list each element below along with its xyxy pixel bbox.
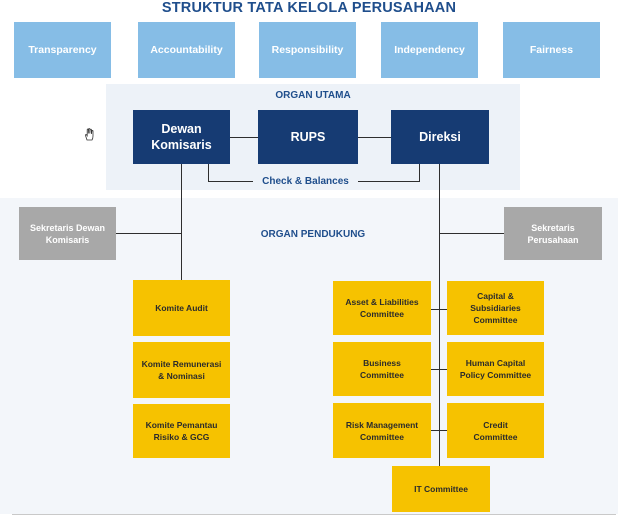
sekretaris-perusahaan-box: Sekretaris Perusahaan [504, 207, 602, 260]
komite-audit-box: Komite Audit [133, 280, 230, 336]
principle-responsibility: Responsibility [259, 22, 356, 78]
dewan-komisaris-box: Dewan Komisaris [133, 110, 230, 164]
connector-row-2 [431, 369, 447, 370]
capital-line-2: Subsidiaries [470, 303, 521, 313]
connector-row-3 [431, 430, 447, 431]
connector-sekretaris-perusahaan [439, 233, 504, 234]
business-line-2: Committee [360, 370, 404, 380]
organ-utama-label: ORGAN UTAMA [275, 90, 351, 101]
risk-management-committee-box: Risk Management Committee [333, 403, 431, 458]
connector-row-1 [431, 309, 447, 310]
check-balances-label: Check & Balances [262, 176, 349, 187]
hand-cursor-icon [83, 127, 97, 141]
connector-direksi-trunk [439, 164, 440, 466]
credit-line-2: Committee [473, 431, 518, 442]
sek-perusahaan-line-2: Perusahaan [527, 234, 579, 245]
komite-pemantau-risiko-box: Komite Pemantau Risiko & GCG [133, 404, 230, 458]
connector-check-right-h [358, 181, 420, 182]
connector-sekretaris-dewan [113, 233, 181, 234]
connector-check-right [419, 164, 420, 182]
sek-dewan-line-1: Sekretaris Dewan [29, 222, 106, 233]
connector-dewan-rups [230, 137, 258, 138]
human-capital-line-2: Policy Committee [459, 370, 532, 380]
credit-line-1: Credit [483, 419, 508, 430]
risk-line-2: Committee [360, 431, 404, 442]
dewan-line-1: Dewan [161, 122, 202, 136]
alco-box: Asset & Liabilities Committee [333, 281, 431, 335]
komite-pemantau-line-1: Komite Pemantau [145, 420, 218, 430]
organ-pendukung-label: ORGAN PENDUKUNG [260, 229, 366, 240]
direksi-box: Direksi [391, 110, 489, 164]
sek-dewan-line-2: Komisaris [45, 234, 90, 245]
rups-box: RUPS [258, 110, 358, 164]
komite-remunerasi-box: Komite Remunerasi & Nominasi [133, 342, 230, 398]
bottom-divider [12, 514, 616, 515]
sekretaris-dewan-komisaris-box: Sekretaris Dewan Komisaris [19, 207, 116, 260]
sek-perusahaan-line-1: Sekretaris [531, 222, 575, 233]
risk-line-1: Risk Management [345, 419, 419, 430]
principle-transparency: Transparency [14, 22, 111, 78]
komite-audit-label: Komite Audit [155, 303, 208, 313]
diagram-title: STRUKTUR TATA KELOLA PERUSAHAAN [161, 0, 457, 16]
connector-dewan-trunk [181, 164, 182, 280]
credit-committee-box: Credit Committee [447, 403, 544, 458]
human-capital-policy-committee-box: Human Capital Policy Committee [447, 342, 544, 396]
human-capital-line-1: Human Capital [465, 358, 526, 368]
principle-fairness: Fairness [503, 22, 600, 78]
alco-line-1: Asset & Liabilities [345, 297, 419, 307]
connector-check-left [208, 164, 209, 181]
capital-subsidiaries-committee-box: Capital & Subsidiaries Committee [447, 281, 544, 335]
business-line-1: Business [363, 358, 401, 368]
principle-independency: Independency [381, 22, 478, 78]
dewan-line-2: Komisaris [151, 138, 212, 152]
principle-accountability: Accountability [138, 22, 235, 78]
komite-remunerasi-line-1: Komite Remunerasi [141, 359, 222, 369]
it-committee-box: IT Committee [392, 466, 490, 512]
alco-line-2: Committee [360, 309, 404, 319]
capital-line-3: Committee [473, 315, 518, 325]
connector-rups-direksi [358, 137, 391, 138]
business-committee-box: Business Committee [333, 342, 431, 396]
connector-check-left-h [208, 181, 253, 182]
capital-line-1: Capital & [477, 291, 514, 301]
komite-remunerasi-line-2: & Nominasi [158, 371, 205, 381]
komite-pemantau-line-2: Risiko & GCG [153, 432, 210, 442]
